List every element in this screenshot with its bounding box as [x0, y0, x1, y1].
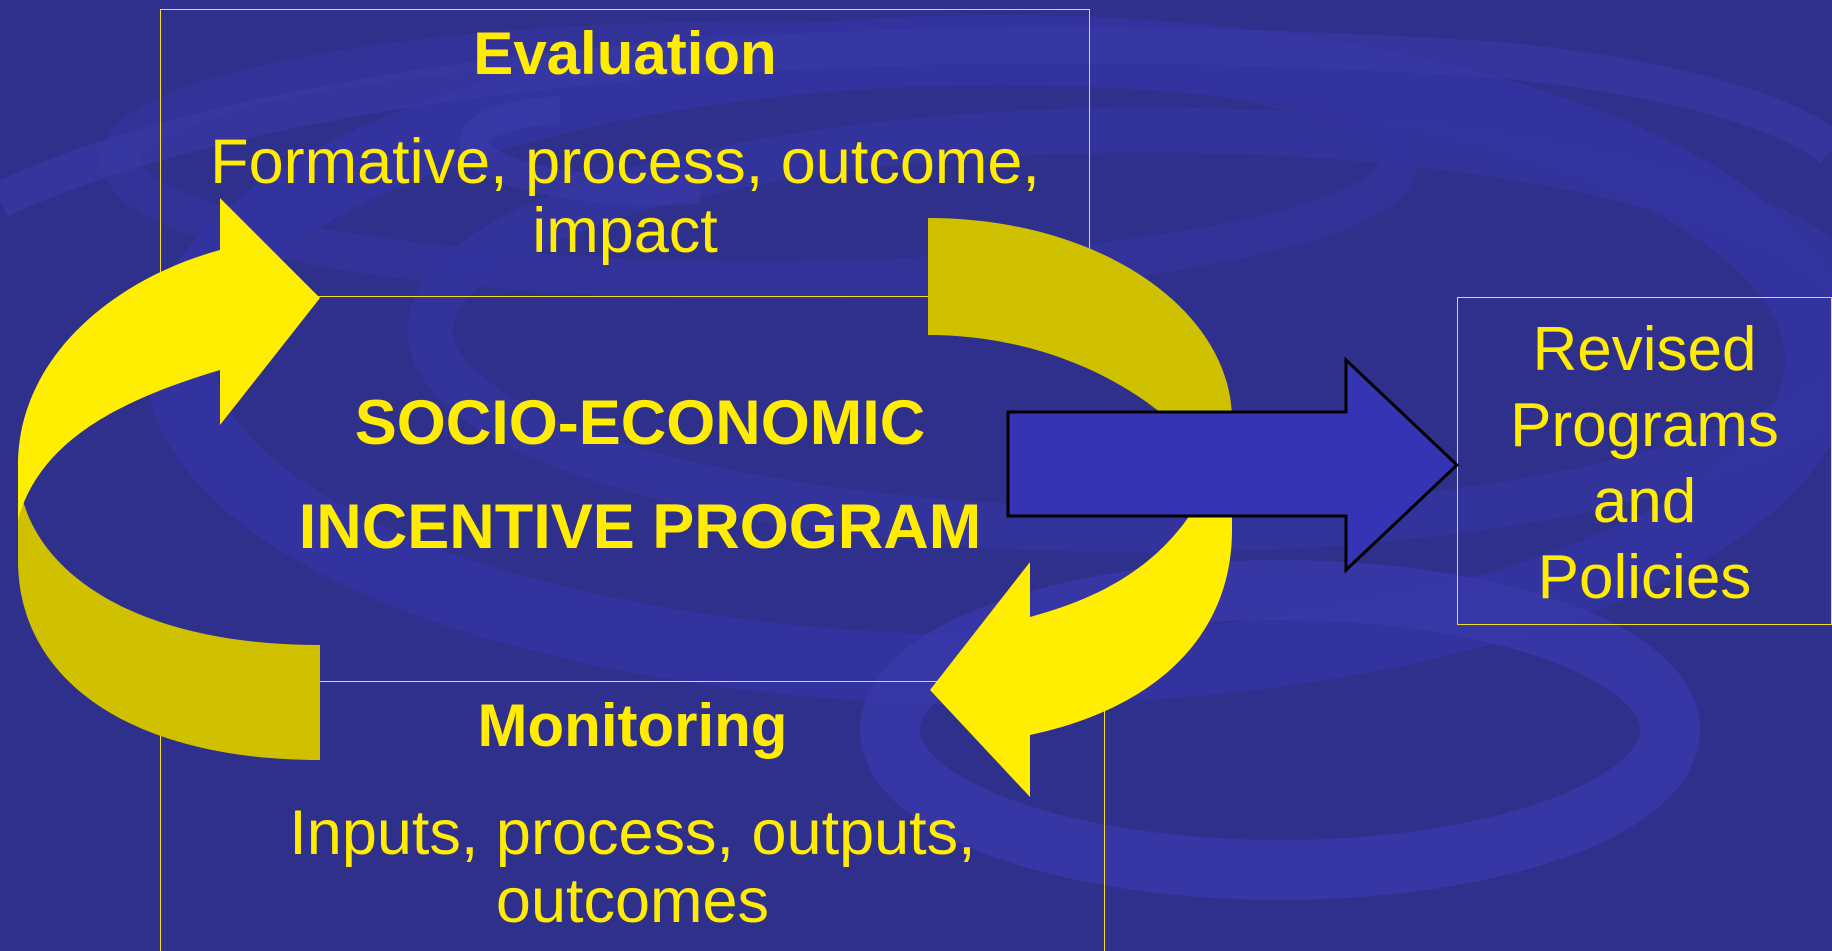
right-arc-band [1030, 420, 1232, 735]
evaluation-description-line2: impact [532, 196, 718, 266]
output-arrow [1006, 356, 1460, 574]
monitoring-arrow-head [930, 562, 1030, 797]
left-arc-shade [18, 465, 320, 760]
evaluation-arrow-head [220, 198, 320, 425]
program-title-line1: SOCIO-ECONOMIC [354, 388, 926, 458]
monitoring-box [160, 681, 1105, 951]
monitoring-title: Monitoring [477, 692, 788, 759]
left-arc-band [18, 250, 220, 520]
revised-line4: Policies [1537, 543, 1752, 612]
monitoring-description-line2: outcomes [495, 866, 770, 936]
revised-line2: Programs [1510, 391, 1779, 460]
program-title-line2: INCENTIVE PROGRAM [298, 492, 982, 562]
evaluation-title: Evaluation [473, 20, 777, 87]
evaluation-box [160, 9, 1090, 297]
right-arc-shade [928, 218, 1232, 530]
revised-line3: and [1592, 467, 1697, 536]
evaluation-description-line1: Formative, process, outcome, [210, 127, 1040, 197]
revised-line1: Revised [1532, 315, 1757, 384]
monitoring-description-line1: Inputs, process, outputs, [289, 798, 976, 868]
